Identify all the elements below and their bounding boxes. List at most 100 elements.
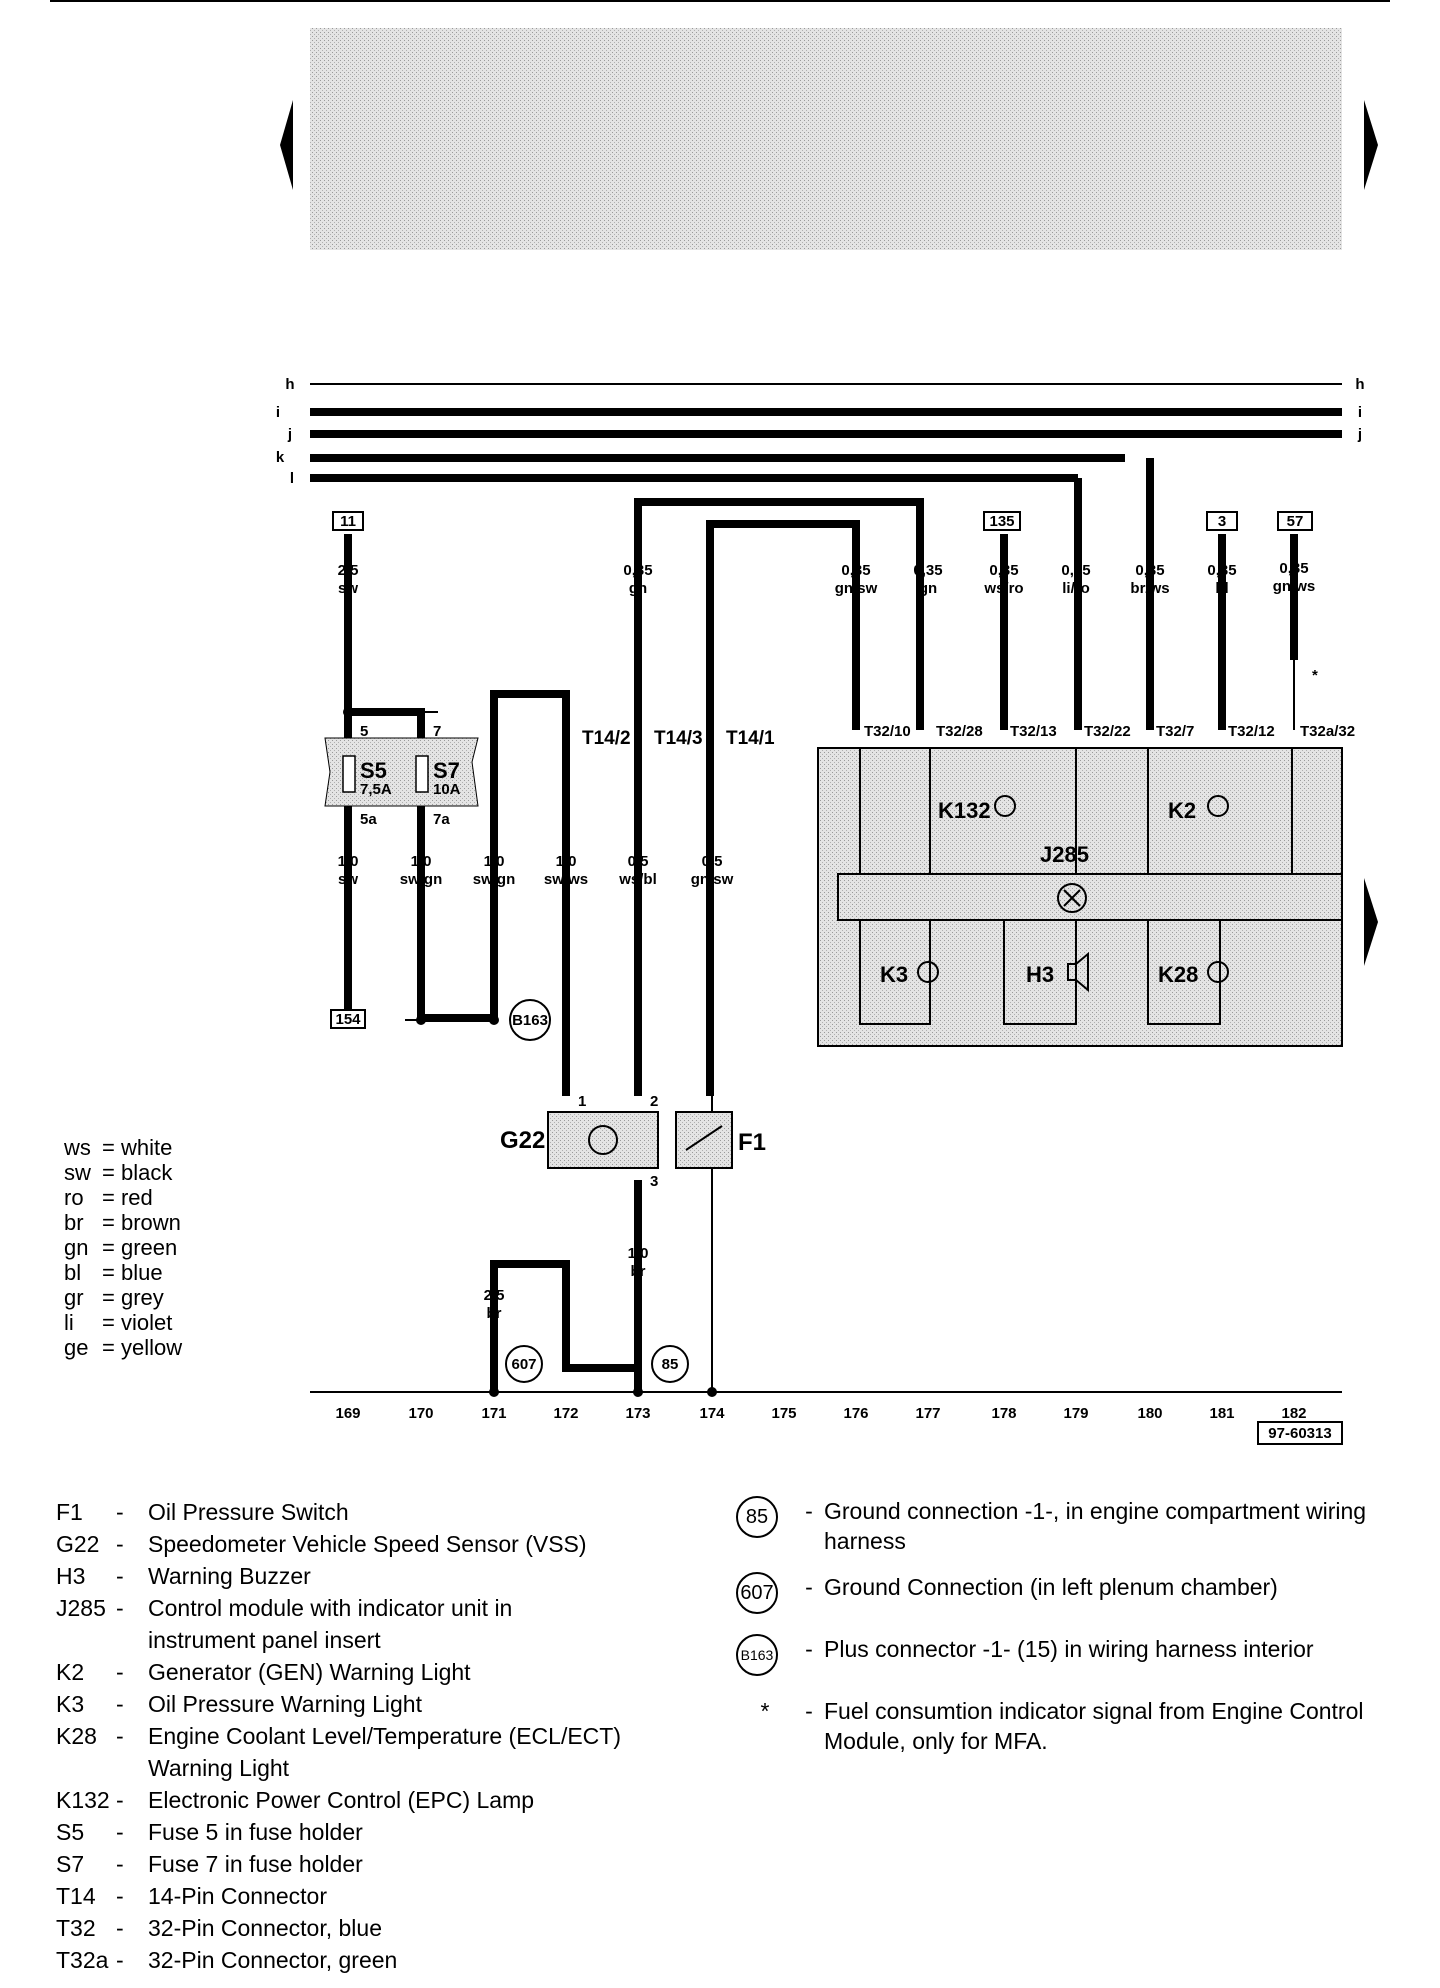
k2-label: K2: [1168, 798, 1196, 823]
svg-text:178: 178: [991, 1405, 1016, 1422]
svg-text:0,35: 0,35: [1135, 562, 1164, 579]
svg-text:T32/22: T32/22: [1084, 723, 1131, 740]
svg-text:180: 180: [1137, 1405, 1162, 1422]
wire-labels-mid: 1,0 sw 1,0 sw/gn 1,0 sw/gn 1,0 sw/ws 0,5…: [338, 853, 734, 1322]
svg-text:0,35: 0,35: [1061, 562, 1090, 579]
wire-labels-top: 2,5 sw 0,35 gn 0,35 gn/sw 0,35 gn 0,35 w…: [338, 560, 1316, 597]
k132-lamp-icon: [994, 795, 1016, 817]
pin-labels: 5 7 5a 7a 1 2 3 T14/2 T14/3 T14/1 T32/10…: [360, 667, 1355, 1190]
j285-module: J285 K132 K2 K3 H3 K28: [817, 747, 1343, 1047]
pressure-switch-icon: [685, 1125, 723, 1151]
svg-text:gn/sw: gn/sw: [691, 871, 734, 888]
busbar-h-label-right: h: [1355, 376, 1364, 393]
component-row: T14-14-Pin Connector: [56, 1883, 327, 1909]
legend-row: sw= black: [64, 1160, 173, 1185]
svg-text:0,35: 0,35: [841, 562, 870, 579]
svg-text:0,5: 0,5: [628, 853, 649, 870]
continue-arrow-icon[interactable]: [1364, 878, 1378, 966]
fuse-s5-icon: [342, 755, 356, 793]
svg-text:5: 5: [360, 723, 368, 740]
ground-symbols: B163 607 85: [505, 999, 689, 1383]
legend-row: li= violet: [64, 1310, 173, 1335]
component-row: G22-Speedometer Vehicle Speed Sensor (VS…: [56, 1531, 587, 1557]
svg-text:T32/12: T32/12: [1228, 723, 1275, 740]
b163-symbol: B163: [512, 1012, 548, 1029]
svg-text:sw/gn: sw/gn: [473, 871, 516, 888]
component-legend: F1-Oil Pressure Switch G22-Speedometer V…: [56, 1496, 708, 1976]
legend-row: gn= green: [64, 1235, 178, 1260]
svg-text:5a: 5a: [360, 811, 377, 828]
k28-label: K28: [1158, 962, 1198, 987]
symbol-row: * -Fuel consumtion indicator signal from…: [736, 1696, 1384, 1756]
svg-text:181: 181: [1209, 1405, 1234, 1422]
plus-connector-icon: B163: [736, 1634, 778, 1676]
svg-text:sw: sw: [338, 580, 358, 597]
f1-switch: F1: [675, 1111, 766, 1169]
j285-processor-icon: [1057, 883, 1087, 913]
busbar-i-label-right: i: [1358, 404, 1362, 421]
component-row: F1-Oil Pressure Switch: [56, 1499, 349, 1525]
svg-text:bl: bl: [1215, 580, 1228, 597]
svg-text:7: 7: [433, 723, 441, 740]
busbar-j-label: j: [287, 426, 292, 443]
busbar-j-label-right: j: [1357, 426, 1362, 443]
ground-607-symbol: 607: [511, 1356, 536, 1373]
fuse-s7-label: S7: [433, 758, 460, 783]
svg-text:179: 179: [1063, 1405, 1088, 1422]
wires: [344, 458, 1298, 1392]
svg-text:175: 175: [771, 1405, 796, 1422]
component-row: T32-32-Pin Connector, blue: [56, 1915, 382, 1941]
doc-number: 97-60313: [1268, 1425, 1331, 1442]
svg-text:2: 2: [650, 1093, 658, 1110]
fuse-s7-icon: [415, 755, 429, 793]
ref-box-135: 135: [989, 513, 1014, 530]
component-row: K2-Generator (GEN) Warning Light: [56, 1659, 471, 1685]
fuse-s7-value: 10A: [433, 781, 461, 798]
prev-page-arrow-icon[interactable]: [280, 100, 293, 190]
star-icon: *: [760, 1698, 770, 1724]
svg-text:T32/10: T32/10: [864, 723, 911, 740]
ref-box-154: 154: [335, 1011, 361, 1028]
ref-box-57: 57: [1287, 513, 1304, 530]
svg-text:gn/ws: gn/ws: [1273, 578, 1316, 595]
svg-text:169: 169: [335, 1405, 360, 1422]
svg-text:7a: 7a: [433, 811, 450, 828]
component-row: S7-Fuse 7 in fuse holder: [56, 1851, 363, 1877]
component-row: T32a-32-Pin Connector, green: [56, 1947, 398, 1973]
svg-text:T14/1: T14/1: [726, 728, 775, 749]
svg-text:T32/7: T32/7: [1156, 723, 1194, 740]
legend-row: ws= white: [64, 1135, 173, 1160]
legend-row: gr= grey: [64, 1285, 164, 1310]
svg-text:0,5: 0,5: [702, 853, 723, 870]
busbar-h-label: h: [285, 376, 294, 393]
svg-text:1: 1: [578, 1093, 586, 1110]
component-row: H3-Warning Buzzer: [56, 1563, 311, 1589]
ref-box-11: 11: [340, 513, 356, 530]
svg-text:T14/2: T14/2: [582, 728, 631, 749]
svg-text:br: br: [487, 1305, 502, 1322]
g22-label: G22: [500, 1127, 545, 1154]
k28-lamp-icon: [1207, 961, 1229, 983]
busbars: h h i i j j k l: [276, 376, 1365, 487]
wire-color-legend: ws= white sw= black ro= red br= brown gn…: [64, 1135, 182, 1360]
svg-text:T32a/32: T32a/32: [1300, 723, 1355, 740]
legend-row: br= brown: [64, 1210, 181, 1235]
component-row: S5-Fuse 5 in fuse holder: [56, 1819, 363, 1845]
svg-text:sw: sw: [338, 871, 358, 888]
h3-label: H3: [1026, 962, 1054, 987]
svg-text:173: 173: [625, 1405, 650, 1422]
k3-label: K3: [880, 962, 908, 987]
svg-text:0,35: 0,35: [1207, 562, 1236, 579]
component-row: K3-Oil Pressure Warning Light: [56, 1691, 422, 1717]
header-shaded-area: [310, 28, 1342, 250]
fuse-s5-value: 7,5A: [360, 781, 392, 798]
fuse-s5-label: S5: [360, 758, 387, 783]
svg-text:3: 3: [650, 1173, 658, 1190]
legend-row: ge= yellow: [64, 1335, 183, 1360]
svg-text:1,0: 1,0: [628, 1245, 649, 1262]
fuse-holder: S5 7,5A S7 10A: [324, 737, 479, 807]
next-page-arrow-icon[interactable]: [1364, 100, 1378, 190]
g22-sensor: G22: [500, 1111, 659, 1169]
symbol-legend: 85 -Ground connection -1-, in engine com…: [736, 1496, 1384, 1772]
